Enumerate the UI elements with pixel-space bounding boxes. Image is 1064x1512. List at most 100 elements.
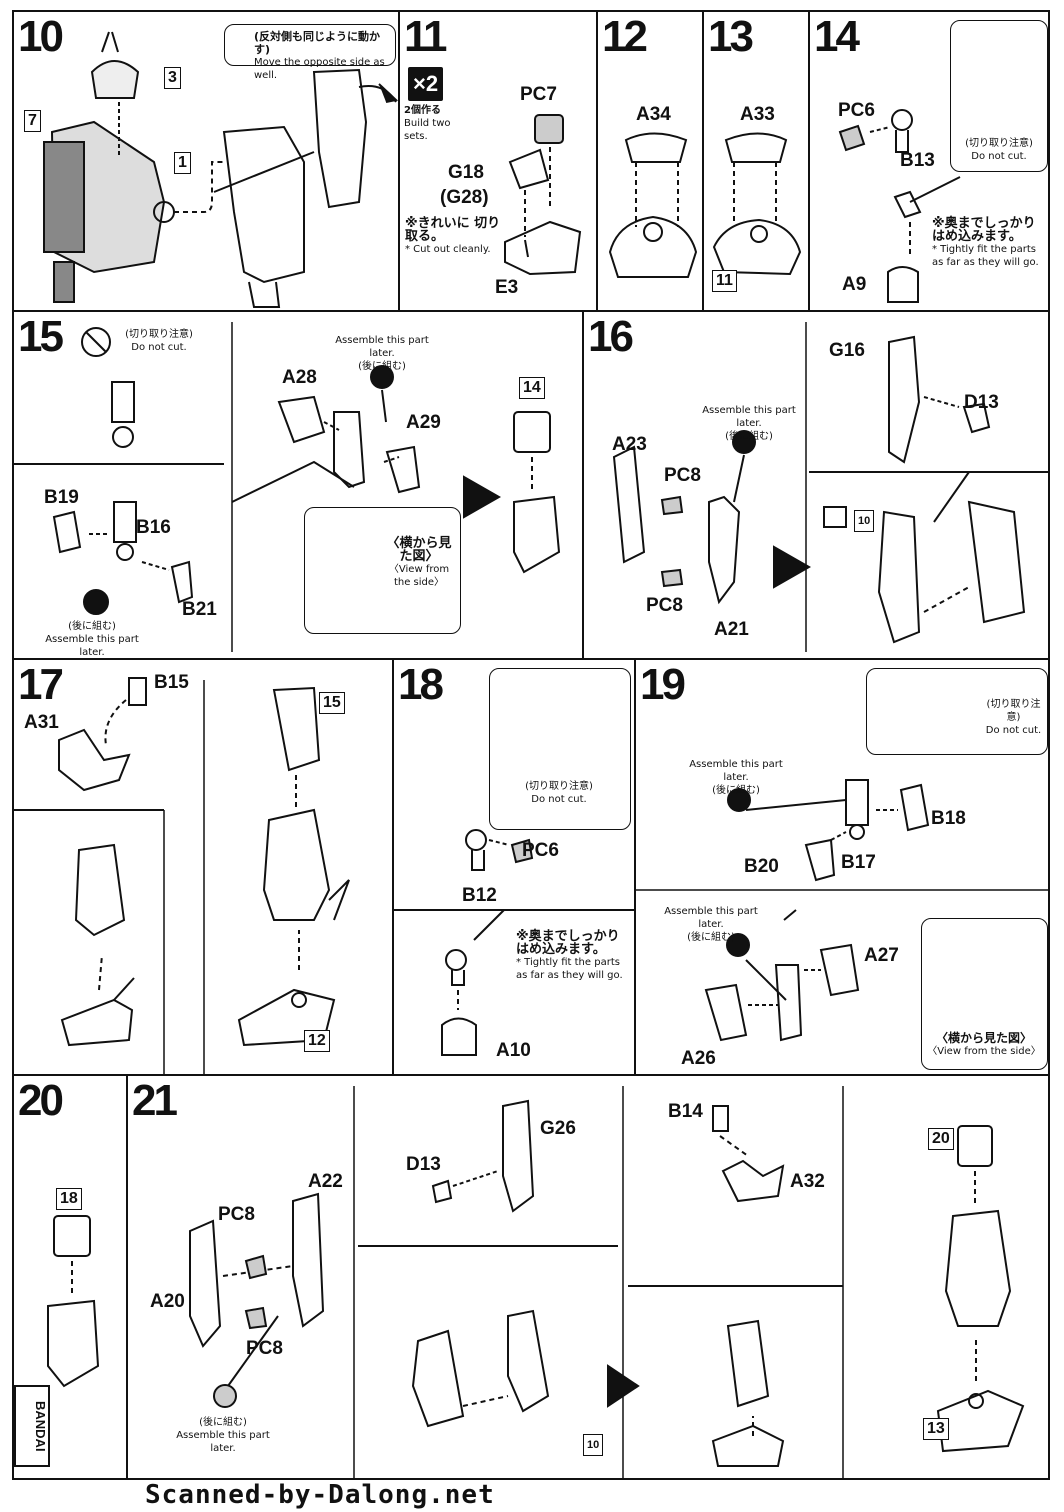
step-number: 14 (814, 12, 860, 61)
ref-step-14: 14 (519, 377, 545, 399)
ref-step-7: 7 (24, 110, 41, 132)
do-not-cut-note: (切り取り注意) Do not cut. (525, 781, 593, 805)
ref-step-12: 12 (304, 1030, 330, 1052)
part-b18: B18 (931, 808, 966, 829)
step-11-illustration (504, 114, 582, 276)
scan-credit: Scanned-by-Dalong.net (145, 1480, 495, 1510)
part-b20: B20 (744, 856, 779, 877)
step-12-panel: 12 A34 (596, 10, 704, 312)
step-number: 19 (640, 660, 686, 709)
step-15-panel: 15 (12, 310, 584, 660)
part-g18: G18 (448, 162, 484, 183)
cut-clean-note: ※きれいに 切り取る。 * Cut out cleanly. (405, 216, 501, 255)
part-a22: A22 (308, 1171, 343, 1192)
part-pc6: PC6 (838, 100, 875, 121)
step-number: 12 (602, 12, 648, 61)
part-b21: B21 (182, 599, 217, 620)
part-b14: B14 (668, 1101, 703, 1122)
assemble-later-note-2: Assemble this part later. (後に組む) (664, 906, 758, 943)
part-e3: E3 (495, 277, 519, 298)
side-view-note: 〈横から見た図〉 〈View from the side〉 (386, 536, 452, 588)
move-opposite-bubble (224, 24, 396, 66)
step-14-panel: 14 (切り取り注意) Do not cut. PC6 B13 (808, 10, 1050, 312)
part-a20: A20 (150, 1291, 185, 1312)
side-view-box (921, 918, 1048, 1070)
do-not-cut-bubble (950, 20, 1048, 172)
part-pc8-top: PC8 (218, 1204, 255, 1225)
part-pc8-bottom: PC8 (646, 595, 683, 616)
ref-step-11: 11 (712, 270, 737, 292)
step-21-panel: 21 (126, 1074, 1050, 1480)
ref-step-18: 18 (56, 1188, 82, 1210)
part-b16: B16 (136, 517, 171, 538)
part-b15: B15 (154, 672, 189, 693)
step-17-illustration (14, 677, 350, 1074)
move-opposite-note: (反対側も同じように動かす) Move the opposite side as… (254, 30, 385, 81)
part-a21: A21 (714, 619, 749, 640)
step-21-illustration (189, 1086, 1025, 1478)
part-a33: A33 (740, 104, 775, 125)
step-number: 11 (404, 12, 447, 61)
part-a31: A31 (24, 712, 59, 733)
step-17-panel: 17 B15 A31 (12, 658, 394, 1076)
step-13-panel: 13 A33 11 (702, 10, 810, 312)
part-g28: (G28) (440, 187, 489, 208)
part-a23: A23 (612, 434, 647, 455)
part-d13: D13 (964, 392, 999, 413)
bandai-logo: BANDAI (14, 1385, 50, 1467)
part-a9: A9 (842, 274, 867, 295)
side-view-note: 〈横から見た図〉 〈View from the side〉 (927, 1031, 1041, 1058)
step-12-illustration (608, 132, 698, 278)
step-16-illustration (612, 322, 1048, 652)
ref-step-10: 10 (854, 510, 875, 532)
step-number: 21 (132, 1076, 178, 1125)
tight-fit-note: ※奥までしっかり はめ込みます。 * Tightly fit the parts… (932, 216, 1039, 268)
step-number: 15 (18, 312, 64, 361)
step-number: 13 (708, 12, 754, 61)
build-two-badge: ×2 (408, 67, 444, 101)
step-20-illustration (47, 1215, 100, 1388)
assemble-later-note: Assemble this part later. (後に組む) (702, 405, 796, 442)
step-10-illustration (43, 31, 398, 308)
part-a27: A27 (864, 945, 899, 966)
do-not-cut-bubble (489, 668, 631, 830)
part-g16: G16 (829, 340, 865, 361)
part-pc8-top: PC8 (664, 465, 701, 486)
ref-step-1: 1 (174, 152, 191, 174)
assemble-later-note: Assemble this part later. (後に組む) (689, 759, 783, 796)
tight-fit-note: ※奥までしっかり はめ込みます。 * Tightly fit the parts… (516, 929, 623, 981)
step-11-panel: 11 ×2 2個作る Build two sets. PC7 G18 (G28)… (398, 10, 598, 312)
ref-step-13: 13 (923, 1418, 949, 1440)
ref-step-15: 15 (319, 692, 345, 714)
do-not-cut-note: (切り取り注意) Do not cut. (965, 138, 1033, 162)
ref-step-20: 20 (928, 1128, 954, 1150)
do-not-cut-note: (切り取り注意) Do not cut. (125, 329, 193, 353)
side-view-box (304, 507, 461, 634)
step-20-panel: 20 18 (12, 1074, 128, 1480)
part-b13: B13 (900, 150, 935, 171)
part-a32: A32 (790, 1171, 825, 1192)
step-number: 16 (588, 312, 634, 361)
assemble-later-note-2: (後に組む) Assemble this part later. (45, 621, 139, 658)
part-a34: A34 (636, 104, 671, 125)
part-pc6: PC6 (522, 840, 559, 861)
step-18-panel: 18 (切り取り注意) Do not cut. PC6 (392, 658, 636, 1076)
step-number: 20 (18, 1076, 64, 1125)
instruction-page: 10 (反対側も同じように動かす) Move the o (12, 10, 1050, 1480)
part-d13: D13 (406, 1154, 441, 1175)
part-a28: A28 (282, 367, 317, 388)
ref-step-3: 3 (164, 67, 181, 89)
part-pc8-bottom: PC8 (246, 1338, 283, 1359)
step-number: 18 (398, 660, 444, 709)
part-b17: B17 (841, 852, 876, 873)
ref-step-10: 10 (583, 1434, 604, 1456)
step-16-panel: 16 Assemble (582, 310, 1050, 660)
do-not-cut-bubble (866, 668, 1048, 755)
build-two-note: 2個作る Build two sets. (404, 105, 451, 142)
step-15-illustration (14, 322, 561, 652)
part-b12: B12 (462, 885, 497, 906)
step-number: 10 (18, 12, 64, 61)
part-a29: A29 (406, 412, 441, 433)
do-not-cut-note: (切り取り注意) Do not cut. (985, 699, 1042, 736)
assemble-later-note: (後に組む) Assemble this part later. (176, 1417, 270, 1454)
